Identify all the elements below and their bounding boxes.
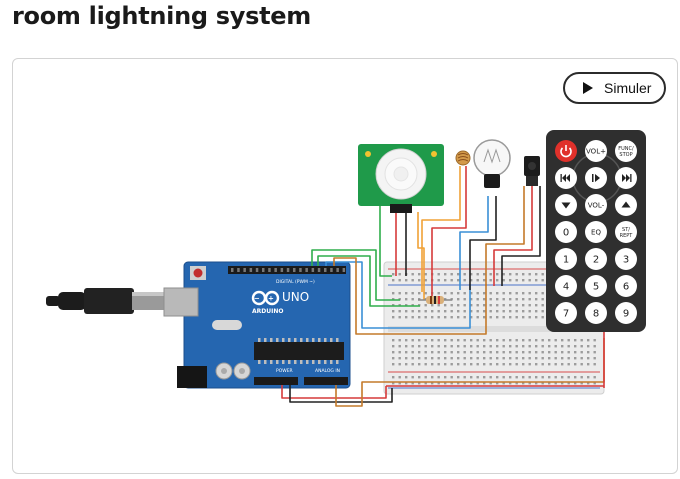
- usb-cable[interactable]: [46, 288, 164, 314]
- remote-button-label: FUNC/STOP: [618, 146, 634, 158]
- remote-button-label: EQ: [591, 229, 601, 237]
- board-model-label: UNO: [282, 290, 309, 304]
- skip-back-icon[interactable]: [555, 167, 577, 189]
- remote-button-0-2[interactable]: FUNC/STOP: [615, 140, 637, 162]
- photoresistor[interactable]: [455, 150, 471, 166]
- remote-button-label: ST/REPT: [620, 227, 634, 239]
- remote-button-3-2[interactable]: ST/REPT: [615, 221, 637, 243]
- remote-button-5-2[interactable]: 6: [615, 275, 637, 297]
- play-icon: [583, 82, 593, 94]
- light-bulb[interactable]: [473, 139, 511, 188]
- remote-button-label: 9: [623, 309, 629, 320]
- arrow-up-icon[interactable]: [615, 194, 637, 216]
- remote-button-0-1[interactable]: VOL+: [585, 140, 607, 162]
- power-header-label: POWER: [276, 368, 293, 374]
- remote-button-label: 7: [563, 309, 569, 320]
- remote-button-label: 0: [563, 228, 569, 239]
- pir-motion-sensor[interactable]: [358, 144, 444, 213]
- ir-receiver[interactable]: [524, 156, 540, 186]
- analog-header-label: ANALOG IN: [315, 368, 340, 374]
- remote-button-label: 6: [623, 282, 629, 293]
- wires[interactable]: [281, 166, 605, 407]
- remote-button-label: VOL+: [586, 148, 606, 156]
- reset-button[interactable]: [193, 268, 203, 278]
- arrow-down-icon[interactable]: [555, 194, 577, 216]
- digital-header-label: DIGITAL (PWM ~): [276, 279, 315, 285]
- arduino-logo: − +: [251, 290, 280, 306]
- skip-forward-icon[interactable]: [615, 167, 637, 189]
- power-icon[interactable]: [555, 140, 577, 162]
- remote-button-label: VOL-: [588, 202, 605, 210]
- svg-text:−: −: [254, 295, 260, 303]
- remote-button-2-1[interactable]: VOL-: [585, 194, 607, 216]
- remote-button-6-0[interactable]: 7: [555, 302, 577, 324]
- page-title: room lightning system: [12, 2, 311, 30]
- svg-text:+: +: [268, 295, 274, 303]
- remote-button-label: 2: [593, 255, 599, 266]
- remote-button-label: 5: [593, 282, 599, 293]
- remote-button-5-0[interactable]: 4: [555, 275, 577, 297]
- digital-header-pins: [231, 268, 346, 272]
- remote-button-3-0[interactable]: 0: [555, 221, 577, 243]
- remote-button-4-1[interactable]: 2: [585, 248, 607, 270]
- remote-button-5-1[interactable]: 5: [585, 275, 607, 297]
- chip-pins: [258, 338, 339, 364]
- remote-button-label: 8: [593, 309, 599, 320]
- remote-button-label: 1: [563, 255, 569, 266]
- resistor[interactable]: [418, 296, 452, 304]
- play-pause-icon[interactable]: [585, 167, 607, 189]
- remote-button-4-2[interactable]: 3: [615, 248, 637, 270]
- board-brand-label: ARDUINO: [252, 308, 283, 315]
- remote-button-3-1[interactable]: EQ: [585, 221, 607, 243]
- simulate-label: Simuler: [604, 80, 652, 96]
- remote-button-label: 4: [563, 282, 569, 293]
- remote-button-4-0[interactable]: 1: [555, 248, 577, 270]
- remote-button-6-1[interactable]: 8: [585, 302, 607, 324]
- remote-button-label: 3: [623, 255, 629, 266]
- ir-remote[interactable]: VOL+ FUNC/STOP VOL- 0 EQ ST/REPT 1 2 3 4 5 6 7 8 9: [546, 130, 646, 332]
- simulate-button[interactable]: Simuler: [563, 72, 666, 104]
- remote-button-6-2[interactable]: 9: [615, 302, 637, 324]
- arduino-uno-board[interactable]: − + UNO ARDUINO DIGITAL (PWM ~) POWER AN…: [163, 261, 351, 389]
